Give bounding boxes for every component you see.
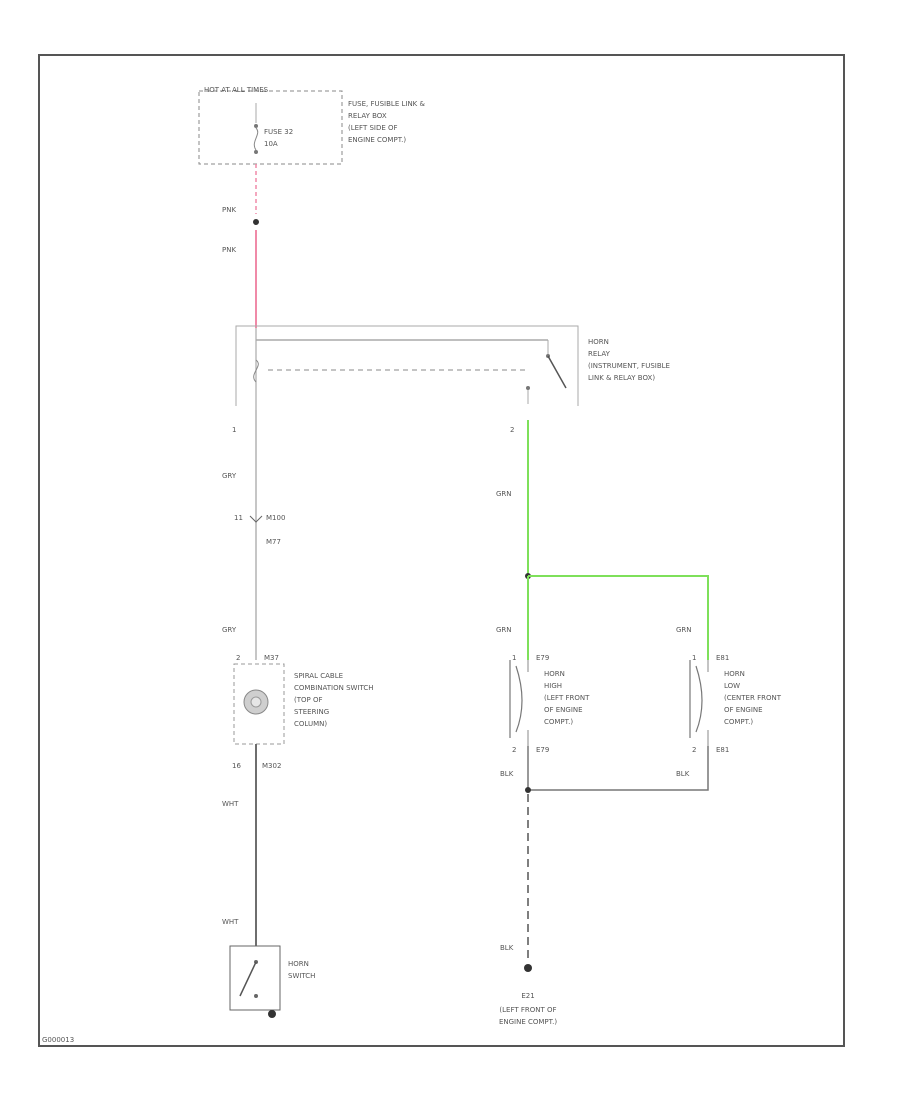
horn-switch-box: [229, 945, 281, 1011]
horn-switch-terminal-bottom: [254, 994, 258, 998]
horn-relay: 1 2 HORN RELAY (INSTRUMENT, FUSIBLE LINK…: [232, 325, 670, 434]
relay-desc-3: (INSTRUMENT, FUSIBLE: [588, 362, 670, 370]
horn-high-conn-bottom: E79: [536, 746, 549, 754]
spiral-conn-top: M37: [264, 654, 279, 662]
spiral-pin-top: 2: [236, 654, 240, 662]
horn-low-desc-3: (CENTER FRONT: [724, 694, 782, 702]
horn-high-pin-top: 1: [512, 654, 516, 662]
horn-switch-ground: [268, 1010, 276, 1018]
horn-switch-desc-2: SWITCH: [288, 972, 315, 980]
pink-wire-label-1: PNK: [222, 206, 236, 214]
horn-high-desc-3: (LEFT FRONT: [544, 694, 590, 702]
horn-low-pin-bottom: 2: [692, 746, 696, 754]
grn-relay-label: GRN: [496, 490, 512, 498]
fuse-box-desc-1: FUSE, FUSIBLE LINK &: [348, 100, 425, 108]
fuse-element: [253, 127, 259, 151]
horn-low-conn-top: E81: [716, 654, 729, 662]
fuse-box-desc-4: ENGINE COMPT.): [348, 136, 406, 144]
fuse-name: FUSE 32: [264, 128, 293, 136]
horn-high-pin-bottom: 2: [512, 746, 516, 754]
relay-desc-4: LINK & RELAY BOX): [588, 374, 655, 382]
fuse-terminal-top: [254, 124, 258, 128]
gry-wire-label-1: GRY: [222, 472, 237, 480]
diagram-frame: [38, 54, 845, 1047]
wht-wire-label-1: WHT: [222, 800, 239, 808]
relay-desc-1: HORN: [588, 338, 609, 346]
relay-pin-left: 1: [232, 426, 236, 434]
grn-high-label: GRN: [496, 626, 512, 634]
blk-low-label: BLK: [676, 770, 690, 778]
spiral-conn-bottom: M302: [262, 762, 281, 770]
grn-low-label: GRN: [676, 626, 692, 634]
grn-wire-low: [528, 575, 709, 660]
spiral-desc-3: (TOP OF: [294, 696, 323, 704]
horn-switch-arm: [239, 961, 257, 997]
horn-high-desc-2: HIGH: [544, 682, 562, 690]
spiral-desc-4: STEERING: [294, 708, 329, 716]
wht-wire-label-2: WHT: [222, 918, 239, 926]
blk-ground-label: BLK: [500, 944, 514, 952]
horn-high-conn-top: E79: [536, 654, 549, 662]
blk-splice: [525, 787, 531, 793]
relay-outline: [235, 325, 579, 406]
spiral-desc-5: COLUMN): [294, 720, 327, 728]
connector-m100-sub: M77: [266, 538, 281, 546]
fuse-terminal-bottom: [254, 150, 258, 154]
spiral-cable-core: [250, 696, 262, 708]
horn-low: 1 E81 2 E81 HORN LOW (CENTER FRONT OF EN…: [689, 654, 782, 754]
fuse-rating: 10A: [264, 140, 278, 148]
horn-high-desc-1: HORN: [544, 670, 565, 678]
horn-high: 1 E79 2 E79 HORN HIGH (LEFT FRONT OF ENG…: [509, 654, 590, 754]
horn-switch: HORN SWITCH: [229, 945, 315, 1018]
spiral-cable: 2 M37 16 M302 SPIRAL CABLE COMBINATION S…: [232, 654, 374, 770]
ground-desc-2: ENGINE COMPT.): [499, 1018, 557, 1026]
horn-low-desc-5: COMPT.): [724, 718, 753, 726]
connector-m100: 11 M100 M77: [234, 514, 285, 546]
horn-low-conn-bottom: E81: [716, 746, 729, 754]
fuse-box-outline: [198, 90, 343, 165]
horn-low-desc-4: OF ENGINE: [724, 706, 763, 714]
ground-e21: E21 (LEFT FRONT OF ENGINE COMPT.): [499, 964, 557, 1026]
horn-high-desc-4: OF ENGINE: [544, 706, 583, 714]
horn-high-desc-5: COMPT.): [544, 718, 573, 726]
connector-m100-name: M100: [266, 514, 285, 522]
horn-low-pin-top: 1: [692, 654, 696, 662]
spiral-desc-2: COMBINATION SWITCH: [294, 684, 374, 692]
relay-desc-2: RELAY: [588, 350, 611, 358]
blk-wire-low: [528, 746, 709, 791]
figure-id: G000013: [42, 1036, 74, 1044]
horn-switch-desc-1: HORN: [288, 960, 309, 968]
pink-wire-label-2: PNK: [222, 246, 236, 254]
fuse-box-header: HOT AT ALL TIMES: [204, 86, 269, 94]
gry-wire-label-2: GRY: [222, 626, 237, 634]
horn-low-desc-1: HORN: [724, 670, 745, 678]
fuse-box: HOT AT ALL TIMES FUSE 32 10A FUSE, FUSIB…: [198, 86, 425, 165]
spiral-pin-bottom: 16: [232, 762, 241, 770]
horn-low-symbol: [689, 660, 703, 738]
ground-desc-1: (LEFT FRONT OF: [499, 1006, 556, 1014]
ground-name: E21: [521, 992, 534, 1000]
connector-m100-symbol: [249, 515, 263, 523]
relay-coil: [253, 359, 259, 383]
horn-high-symbol: [509, 660, 523, 738]
spiral-desc-1: SPIRAL CABLE: [294, 672, 343, 680]
spiral-cable-outline: [233, 663, 285, 745]
pink-wire-connector: [253, 219, 259, 225]
horn-low-desc-2: LOW: [724, 682, 740, 690]
fuse-box-desc-2: RELAY BOX: [348, 112, 387, 120]
connector-m100-pin: 11: [234, 514, 243, 522]
relay-contact-arm: [547, 355, 567, 389]
relay-pin-right: 2: [510, 426, 514, 434]
fuse-box-desc-3: (LEFT SIDE OF: [348, 124, 398, 132]
ground-e21-point: [524, 964, 532, 972]
relay-contact-fixed: [526, 386, 530, 390]
blk-high-label: BLK: [500, 770, 514, 778]
